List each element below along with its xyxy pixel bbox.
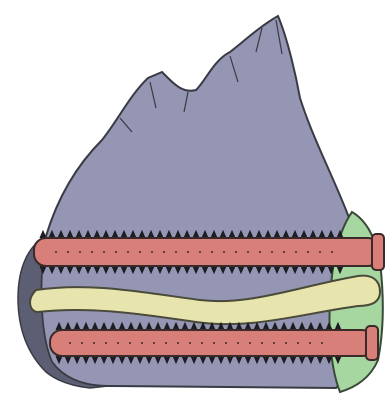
upper-screw-body <box>34 238 380 266</box>
screw-dot <box>261 342 263 344</box>
lower-screw-body <box>50 330 374 356</box>
lower-screw-head <box>366 326 378 360</box>
screw-dot <box>129 342 131 344</box>
screw-dot <box>105 342 107 344</box>
upper-screw <box>34 231 384 273</box>
screw-dot <box>213 342 215 344</box>
screw-dot <box>139 251 141 253</box>
screw-dot <box>69 342 71 344</box>
screw-dot <box>127 251 129 253</box>
screw-dot <box>79 251 81 253</box>
screw-dot <box>187 251 189 253</box>
screw-dot <box>247 251 249 253</box>
screw-dot <box>151 251 153 253</box>
screw-dot <box>117 342 119 344</box>
screw-dot <box>271 251 273 253</box>
screw-dot <box>259 251 261 253</box>
screw-dot <box>199 251 201 253</box>
screw-dot <box>165 342 167 344</box>
screw-dot <box>67 251 69 253</box>
upper-screw-head <box>372 234 384 270</box>
screw-dot <box>235 251 237 253</box>
screw-dot <box>225 342 227 344</box>
screw-dot <box>307 251 309 253</box>
screw-dot <box>189 342 191 344</box>
screw-dot <box>55 251 57 253</box>
screw-dot <box>163 251 165 253</box>
screw-dot <box>319 251 321 253</box>
screw-dot <box>237 342 239 344</box>
screw-dot <box>93 342 95 344</box>
screw-dot <box>283 251 285 253</box>
screw-thread <box>40 231 46 238</box>
screw-dot <box>201 342 203 344</box>
screw-dot <box>211 251 213 253</box>
screw-dot <box>249 342 251 344</box>
screw-dot <box>153 342 155 344</box>
screw-dot <box>177 342 179 344</box>
screw-dot <box>285 342 287 344</box>
screw-dot <box>91 251 93 253</box>
screw-dot <box>309 342 311 344</box>
screw-dot <box>175 251 177 253</box>
screw-dot <box>297 342 299 344</box>
screw-dot <box>295 251 297 253</box>
screw-dot <box>223 251 225 253</box>
screw-dot <box>273 342 275 344</box>
lower-screw <box>50 323 378 363</box>
screw-dot <box>141 342 143 344</box>
screw-dot <box>321 342 323 344</box>
screw-dot <box>331 251 333 253</box>
screw-dot <box>81 342 83 344</box>
screw-dot <box>115 251 117 253</box>
screw-dot <box>103 251 105 253</box>
